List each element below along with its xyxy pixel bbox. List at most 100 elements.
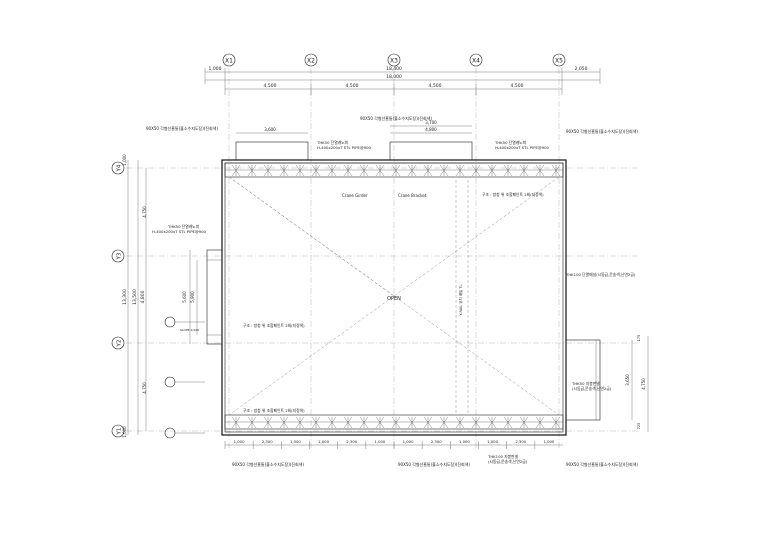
dim-left: 13,300 bbox=[122, 289, 128, 305]
truss-mark bbox=[471, 416, 481, 429]
row-grid-lines bbox=[126, 167, 640, 432]
truss-mark bbox=[455, 416, 465, 429]
truss-mark bbox=[519, 164, 529, 177]
note-top-center: 90X50 각형선홈통(홀소수지도장)(진회색) bbox=[360, 115, 432, 121]
truss-mark bbox=[247, 416, 257, 429]
truss-mark bbox=[263, 164, 273, 177]
column-grid-bubble-x2: X2 bbox=[304, 53, 318, 67]
dim-left-part: 1,000 bbox=[122, 426, 127, 438]
top-canopy: 3,600 3,700 4,800 bbox=[235, 120, 473, 161]
bottom-truss-marks bbox=[231, 416, 561, 429]
truss-mark bbox=[247, 164, 257, 177]
dim-bottom: 2,300 bbox=[262, 439, 273, 444]
grid-label: X5 bbox=[555, 58, 563, 65]
dim-left: 4,800 bbox=[140, 290, 146, 303]
truss-mark bbox=[343, 164, 353, 177]
truss-mark bbox=[295, 416, 305, 429]
truss-mark bbox=[455, 164, 465, 177]
grid-label: X3 bbox=[390, 58, 398, 65]
grid-label: Y4 bbox=[117, 164, 123, 172]
dim-right: 3,650 bbox=[625, 374, 630, 386]
grid-label: Y2 bbox=[117, 340, 123, 348]
grid-label: X1 bbox=[225, 58, 233, 65]
dim-left-part: 4,750 bbox=[142, 382, 147, 394]
dim-left: 13,500 bbox=[132, 289, 138, 305]
column-grid-bubble-x4: X4 bbox=[469, 53, 483, 67]
note-top-left: 90X50 각형선홈통(홀소수지도장)(진회색) bbox=[146, 125, 218, 131]
dim-bottom: 1,000 bbox=[459, 439, 470, 444]
dim-bottom: 1,000 bbox=[234, 439, 245, 444]
truss-mark bbox=[295, 164, 305, 177]
truss-mark bbox=[327, 164, 337, 177]
row-grid-bubble-y4: Y4 bbox=[111, 161, 125, 175]
dim-left-inner: 5,600 bbox=[182, 291, 187, 303]
dim-bottom: 2,300 bbox=[346, 439, 357, 444]
dim-bottom: 1,000 bbox=[318, 439, 329, 444]
truss-mark bbox=[535, 164, 545, 177]
note-bottom-left: 90X50 각형선홈통(홀소수지도장)(진회색) bbox=[232, 461, 304, 467]
left-canopy-line1: THK50 단열캐노피 bbox=[167, 224, 199, 229]
top-truss-marks bbox=[231, 164, 561, 177]
row-grid-bubble-y2: Y2 bbox=[111, 336, 125, 350]
dim-canopy: 4,800 bbox=[425, 127, 437, 132]
dim-top-18400: 18,400 bbox=[386, 66, 402, 72]
canopy-left-line2: H-400x200xT STL PIPE@900 bbox=[317, 145, 372, 150]
dim-canopy: 3,600 bbox=[264, 127, 276, 132]
truss-mark bbox=[423, 416, 433, 429]
dim-bottom: 2,300 bbox=[431, 439, 442, 444]
open-label: OPEN bbox=[387, 296, 401, 302]
canopy-right-line1: THK50 단열캐노피 bbox=[494, 140, 526, 145]
truss-mark bbox=[311, 164, 321, 177]
truss-mark bbox=[551, 164, 561, 177]
crane-bracket-label: Crane Bracket bbox=[398, 193, 427, 198]
truss-mark bbox=[279, 416, 289, 429]
column-grid-bubble-x5: X5 bbox=[552, 53, 566, 67]
dim-left-part: 4,750 bbox=[142, 206, 147, 218]
brace-note-2: 구조 : 방청 위 조합페인트 2회(지정색) bbox=[243, 323, 305, 328]
dim-bay: 4,500 bbox=[346, 83, 359, 89]
note-bottom-right: 90X50 각형선홈통(홀소수지도장)(진회색) bbox=[566, 461, 638, 467]
dim-left-part: 1,000 bbox=[122, 154, 127, 166]
truss-mark bbox=[391, 164, 401, 177]
left-dimension-chain: 13,300 13,500 4,800 1,000 4,750 4,750 1,… bbox=[122, 154, 147, 438]
dim-right: 175 bbox=[637, 335, 641, 342]
dim-bay: 4,500 bbox=[429, 83, 442, 89]
truss-mark bbox=[327, 416, 337, 429]
dim-bottom: 1,000 bbox=[374, 439, 385, 444]
truss-mark bbox=[407, 164, 417, 177]
slope-label: SLOPE 1/100 bbox=[180, 328, 199, 332]
truss-mark bbox=[375, 164, 385, 177]
top-dimension-chain: 1,000 18,400 2,050 18,000 4,500 4,500 4,… bbox=[204, 66, 601, 95]
right-panel-note: THK100 단열패널(시동급,운송색,난연2급) bbox=[565, 272, 636, 277]
dim-bay: 4,500 bbox=[264, 83, 277, 89]
roof-bracing bbox=[228, 176, 560, 416]
dim-left-inner: 5,900 bbox=[190, 291, 195, 303]
truss-mark bbox=[263, 416, 273, 429]
truss-mark bbox=[343, 416, 353, 429]
column-grid-bubble-x1: X1 bbox=[222, 53, 236, 67]
left-canopy: 5,600 5,900 bbox=[182, 249, 223, 345]
dim-bay: 4,500 bbox=[511, 83, 524, 89]
canopy-right-line2: H-400x200xT STL PIPE@900 bbox=[495, 145, 550, 150]
truss-mark bbox=[359, 416, 369, 429]
bottom-panel-line2: (시동급,운송색,난연2급) bbox=[488, 459, 528, 464]
brace-note-1: 구조 : 방청 위 조합페인트 2회(지정색) bbox=[482, 192, 544, 197]
truss-mark bbox=[407, 416, 417, 429]
left-canopy-line2: H-400x200xT STL PIPE@900 bbox=[152, 229, 207, 234]
dim-canopy: 3,700 bbox=[425, 120, 437, 125]
truss-mark bbox=[503, 164, 513, 177]
truss-mark bbox=[519, 416, 529, 429]
brace-note-3: 구조 : 방청 위 조합페인트 2회(지정색) bbox=[243, 408, 305, 413]
truss-mark bbox=[471, 164, 481, 177]
row-grid-bubble-y1: Y1 bbox=[111, 424, 125, 438]
grid-label: Y1 bbox=[117, 428, 123, 436]
dim-top-1000: 1,000 bbox=[209, 66, 222, 72]
section-markers bbox=[164, 316, 205, 439]
row-grid-bubble-y3: Y3 bbox=[111, 249, 125, 263]
crane-rail: Y-RAIL 위치 레일 TL bbox=[455, 180, 469, 415]
grid-label: X2 bbox=[307, 58, 315, 65]
dim-top-2050: 2,050 bbox=[575, 66, 588, 72]
dim-bottom: 1,000 bbox=[487, 439, 498, 444]
truss-mark bbox=[487, 164, 497, 177]
